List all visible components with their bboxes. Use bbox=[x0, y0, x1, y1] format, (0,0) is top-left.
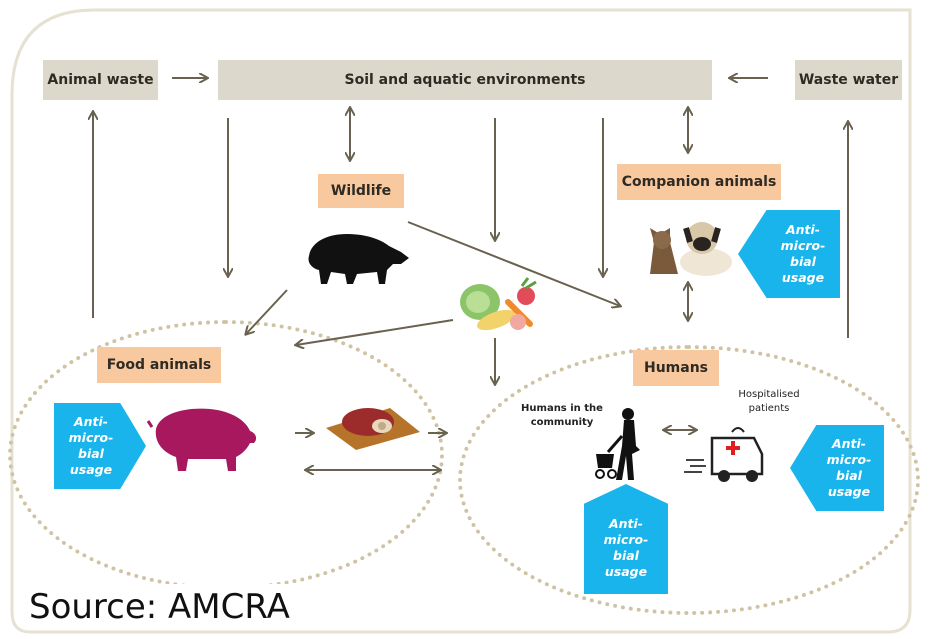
source-caption: Source: AMCRA bbox=[29, 584, 296, 630]
meat-icon bbox=[326, 408, 420, 450]
humans-box: Humans bbox=[633, 350, 719, 386]
arrow-wildlife-humans bbox=[407, 221, 620, 306]
hospitalised-patients-label: Hospitalised patients bbox=[738, 389, 800, 414]
humans-region bbox=[458, 345, 920, 615]
food-animals-box: Food animals bbox=[97, 347, 221, 383]
arrow-wildlife-food bbox=[246, 289, 288, 334]
arrow-crops-food bbox=[296, 319, 454, 345]
mother-stroller-icon bbox=[595, 408, 640, 480]
vegetables-icon bbox=[460, 277, 537, 331]
animal-waste-box: Animal waste bbox=[43, 60, 158, 100]
soil-aquatic-box: Soil and aquatic environments bbox=[218, 60, 712, 100]
humans-in-community-label: Humans in the community bbox=[521, 403, 603, 428]
pig-icon bbox=[146, 408, 257, 471]
wildlife-box: Wildlife bbox=[318, 174, 404, 208]
frame-border bbox=[10, 8, 912, 634]
waste-water-box: Waste water bbox=[795, 60, 902, 100]
wild-boar-icon bbox=[308, 234, 409, 284]
ambulance-icon bbox=[684, 427, 764, 482]
antimicrobial-usage-community-tag: Anti- micro- bial usage bbox=[584, 484, 668, 594]
cat-dog-icon bbox=[650, 222, 732, 276]
companion-animals-box: Companion animals bbox=[617, 164, 781, 200]
